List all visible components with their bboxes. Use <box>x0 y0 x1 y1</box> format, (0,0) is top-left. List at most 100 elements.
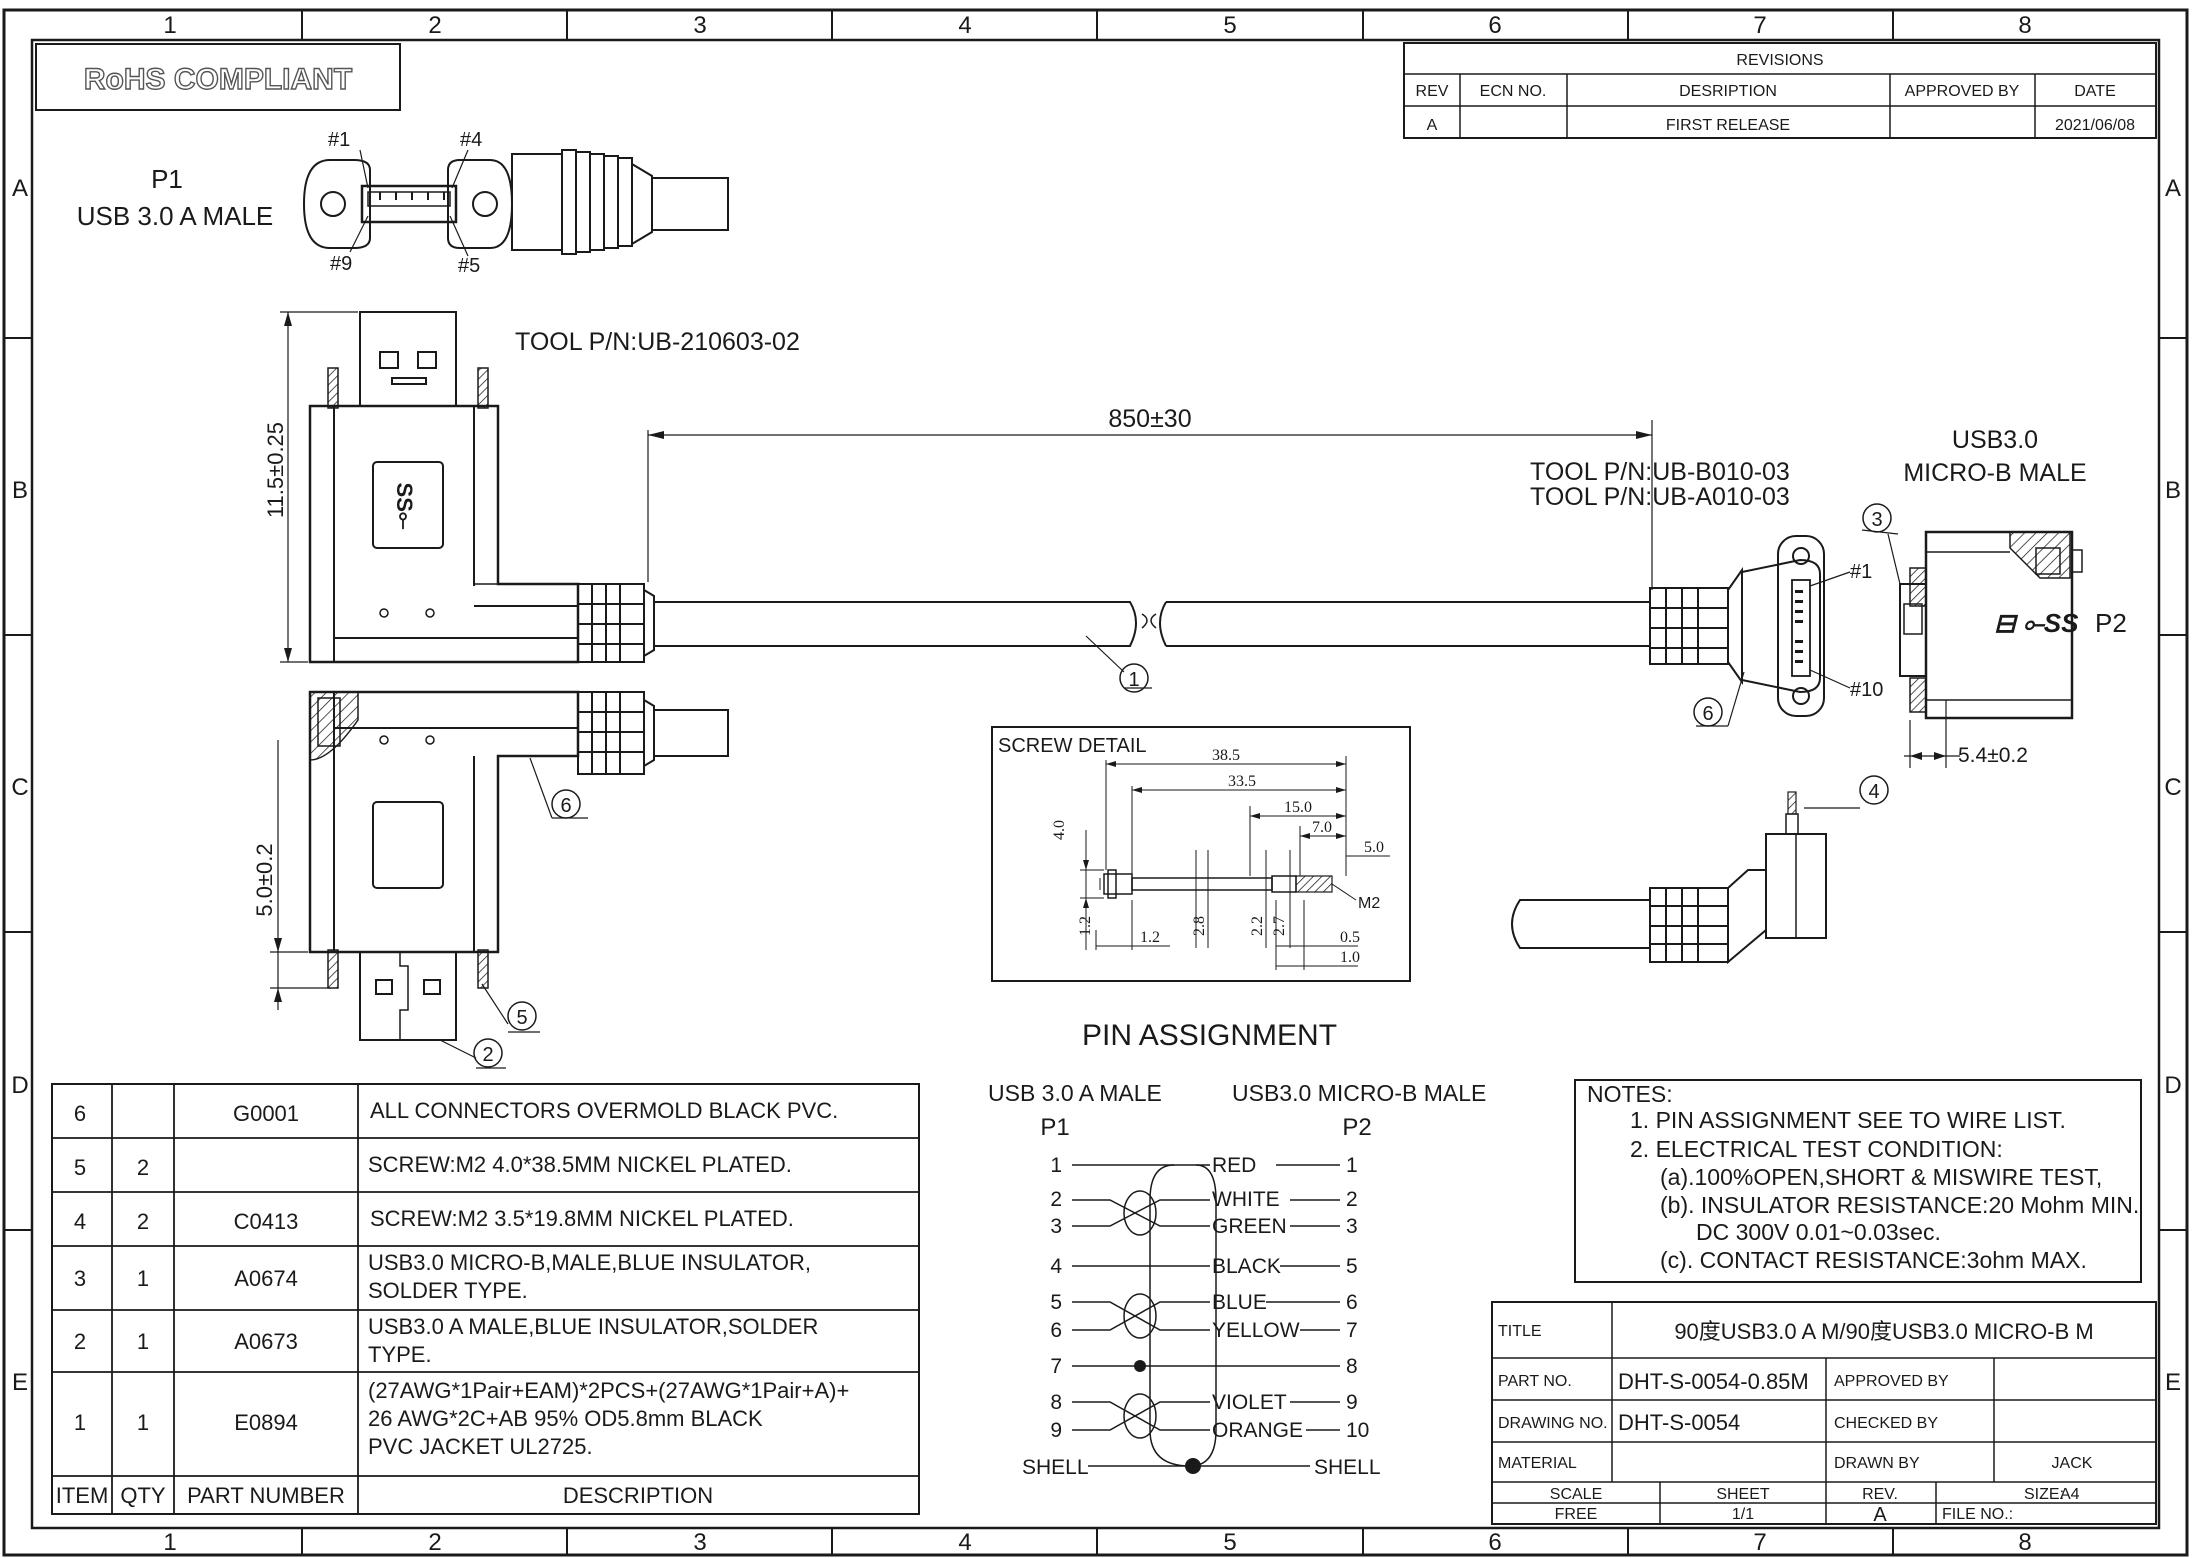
bom-pn-3: A0674 <box>234 1266 298 1291</box>
row-c-left: C <box>11 774 28 801</box>
note-2b: (b). INSULATOR RESISTANCE:20 Mohm MIN. <box>1660 1192 2139 1218</box>
pin-left-3: 3 <box>1050 1215 1062 1238</box>
callout-1: 1 <box>1128 669 1139 691</box>
dim-micro-offset-label: 5.4±0.2 <box>1958 744 2028 767</box>
screw-dim-15-0: 15.0 <box>1284 799 1312 816</box>
pin-assignment: PIN ASSIGNMENT USB 3.0 A MALE USB3.0 MIC… <box>988 1019 1486 1479</box>
rohs-stamp: RoHS COMPLIANT <box>35 43 401 111</box>
col-7-top: 7 <box>1753 12 1766 39</box>
tb-drawn-label: DRAWN BY <box>1834 1455 1920 1472</box>
pin-right-1: 1 <box>1346 1154 1358 1177</box>
shell-left: SHELL <box>1022 1456 1089 1479</box>
tb-size-value: A4 <box>2060 1486 2080 1503</box>
bom-qty-3: 1 <box>137 1266 149 1291</box>
row-b-left: B <box>12 477 28 504</box>
screw-dim-4-0: 4.0 <box>1051 820 1068 840</box>
tb-size-label: SIZE: <box>2024 1486 2064 1503</box>
wire-red: RED <box>1212 1154 1256 1177</box>
screw-dim-2-7: 2.7 <box>1271 916 1288 936</box>
bom-item-3: 3 <box>74 1266 86 1291</box>
row-e-left: E <box>12 1369 28 1396</box>
row-d-right: D <box>2164 1072 2181 1099</box>
screw-thread-label: M2 <box>1358 895 1380 912</box>
note-1: 1. PIN ASSIGNMENT SEE TO WIRE LIST. <box>1630 1107 2066 1133</box>
p1-pin-5: #5 <box>458 255 480 277</box>
p2-label: P2 <box>2095 608 2127 638</box>
dim-length-label: 850±30 <box>1108 405 1191 433</box>
wire-orange: ORANGE <box>1212 1419 1303 1442</box>
bom-pn-6: G0001 <box>233 1101 299 1126</box>
col-1-top: 1 <box>163 12 176 39</box>
bom-desc-2-line1: USB3.0 A MALE,BLUE INSULATOR,SOLDER <box>368 1314 818 1339</box>
row-a-right: A <box>2165 175 2181 202</box>
pin-left-9: 9 <box>1050 1419 1062 1442</box>
tb-scale-label: SCALE <box>1550 1486 1602 1503</box>
bom-item-2: 2 <box>74 1329 86 1354</box>
bom-desc-3-line1: USB3.0 MICRO-B,MALE,BLUE INSULATOR, <box>368 1250 811 1275</box>
note-2c: (c). CONTACT RESISTANCE:3ohm MAX. <box>1660 1247 2087 1273</box>
bom-qty-1: 1 <box>137 1410 149 1435</box>
note-2b-cont: DC 300V 0.01~0.03sec. <box>1696 1219 1941 1245</box>
col-6-bottom: 6 <box>1488 1529 1501 1556</box>
bom-desc-1-line3: PVC JACKET UL2725. <box>368 1434 593 1459</box>
callout-3: 3 <box>1871 509 1882 531</box>
wire-black: BLACK <box>1212 1255 1281 1278</box>
pin-right-3: 3 <box>1346 1215 1358 1238</box>
p1-name: USB 3.0 A MALE <box>77 201 274 231</box>
screw-dim-33-5: 33.5 <box>1228 773 1256 790</box>
bom-desc-3-line2: SOLDER TYPE. <box>368 1278 528 1303</box>
revisions-title: REVISIONS <box>1736 52 1823 69</box>
row-d-left: D <box>11 1072 28 1099</box>
pin-right-6: 6 <box>1346 1291 1358 1314</box>
bom-pn-1: E0894 <box>234 1410 298 1435</box>
dim-screw-offset-label: 5.0±0.2 <box>252 843 277 916</box>
screw-dim-1-2: 1.2 <box>1140 929 1160 946</box>
tb-scale-value: FREE <box>1555 1506 1598 1523</box>
bom-desc-1-line1: (27AWG*1Pair+EAM)*2PCS+(27AWG*1Pair+A)+ <box>368 1378 849 1403</box>
micro-b-connector: #1 #10 <box>1649 535 1883 717</box>
rev-header-ecn: ECN NO. <box>1480 83 1547 100</box>
tb-checked-label: CHECKED BY <box>1834 1415 1938 1432</box>
pin-left-4: 4 <box>1050 1255 1062 1278</box>
screw-detail-title: SCREW DETAIL <box>998 735 1147 757</box>
pin-p2-label: P2 <box>1342 1114 1371 1141</box>
shell-right: SHELL <box>1314 1456 1381 1479</box>
revisions-table: REVISIONS REV ECN NO. DESRIPTION APPROVE… <box>1403 42 2157 139</box>
bom-header-qty: QTY <box>120 1483 166 1508</box>
rev-cell-desc: FIRST RELEASE <box>1666 117 1790 134</box>
note-2: 2. ELECTRICAL TEST CONDITION: <box>1630 1136 2003 1162</box>
col-4-top: 4 <box>958 12 971 39</box>
rev-header-desc: DESRIPTION <box>1679 83 1777 100</box>
wire-violet: VIOLET <box>1212 1391 1287 1414</box>
bom-item-6: 6 <box>74 1101 86 1126</box>
pin-right-10: 10 <box>1346 1419 1369 1442</box>
screw-dim-1-2-vertical: 1.2 <box>1077 916 1094 936</box>
row-e-right: E <box>2165 1369 2181 1396</box>
rev-header-rev: REV <box>1416 83 1449 100</box>
pin-left-1: 1 <box>1050 1154 1062 1177</box>
tb-title-value: 90度USB3.0 A M/90度USB3.0 MICRO-B M <box>1674 1319 2093 1344</box>
col-2-top: 2 <box>428 12 441 39</box>
pin-head-right: USB3.0 MICRO-B MALE <box>1232 1080 1486 1106</box>
pin-left-6: 6 <box>1050 1319 1062 1342</box>
pin-left-5: 5 <box>1050 1291 1062 1314</box>
callouts: 1 2 3 4 5 6 6 <box>439 503 1901 1069</box>
callout-6-micro: 6 <box>1702 703 1713 725</box>
pin-left-2: 2 <box>1050 1188 1062 1211</box>
tb-material-label: MATERIAL <box>1498 1455 1577 1472</box>
row-a-left: A <box>12 175 28 202</box>
bom-desc-4: SCREW:M2 3.5*19.8MM NICKEL PLATED. <box>370 1206 794 1231</box>
callout-6: 6 <box>560 795 571 817</box>
col-8-bottom: 8 <box>2018 1529 2031 1556</box>
title-block: TITLE PART NO. DRAWING NO. MATERIAL APPR… <box>1491 1301 2157 1526</box>
screw-dim-2-2: 2.2 <box>1249 916 1266 936</box>
bom-qty-2: 1 <box>137 1329 149 1354</box>
p1-pin-9: #9 <box>330 253 352 275</box>
callout-5: 5 <box>516 1007 527 1029</box>
col-1-bottom: 1 <box>163 1529 176 1556</box>
pin-right-2: 2 <box>1346 1188 1358 1211</box>
pin-head-left: USB 3.0 A MALE <box>988 1080 1162 1106</box>
tb-file-label: FILE NO.: <box>1942 1506 2013 1523</box>
tool-pn-a: TOOL P/N:UB-A010-03 <box>1530 483 1790 511</box>
dim-screw-offset: 5.0±0.2 <box>252 740 330 1010</box>
